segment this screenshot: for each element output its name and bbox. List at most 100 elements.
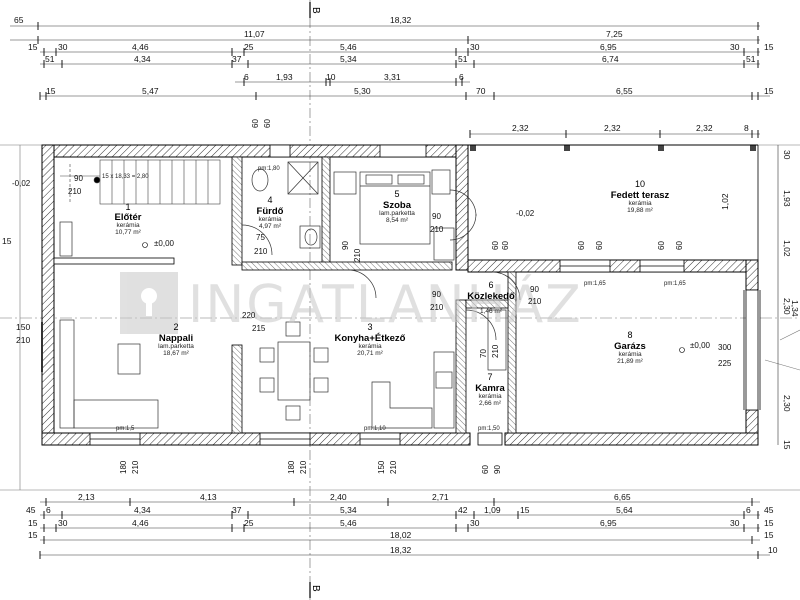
dim-label: 6,95 xyxy=(600,42,617,52)
opening-note: 60 xyxy=(501,241,510,250)
room-number: 4 xyxy=(267,195,272,205)
level-mark: pm:1,50 xyxy=(478,426,500,432)
level-mark: ±0,00 xyxy=(154,239,175,248)
dim-label: 6,74 xyxy=(602,54,619,64)
dim-label: 2,30 xyxy=(782,395,792,412)
room-4-label: 4 Fürdő kerámia 4,97 m² xyxy=(257,195,284,230)
dim-label: 51 xyxy=(45,54,55,64)
room-number: 8 xyxy=(627,330,632,340)
dim-label: 6 xyxy=(746,505,751,515)
windows xyxy=(89,144,685,446)
opening-note: 60 xyxy=(263,119,272,128)
dim-label: 5,34 xyxy=(340,505,357,515)
dim-label: 70 xyxy=(476,86,486,96)
side-dimensions: 1,93 1,02 2,30 2,30 1,34 30 15 150 210 1… xyxy=(2,145,800,450)
dim-label: 2,32 xyxy=(604,123,621,133)
dim-label: 51 xyxy=(458,54,468,64)
level-marks: ±0,00 ±0,00 -0,02 -0,02 pm:1,80 pm:1,5 p… xyxy=(12,166,711,432)
room-number: 3 xyxy=(367,322,372,332)
dim-label: 15 xyxy=(520,505,530,515)
dim-label: 15 xyxy=(2,236,12,246)
dim-label: 2,32 xyxy=(696,123,713,133)
room-name: Fedett terasz xyxy=(611,190,670,201)
watermark-text: INGATLANHÁZ xyxy=(188,274,583,335)
opening-note: 90 xyxy=(530,285,539,294)
dim-label: 10 xyxy=(326,72,336,82)
opening-note: 225 xyxy=(718,359,732,368)
opening-note: 75 xyxy=(256,233,265,242)
dim-label: 1,93 xyxy=(782,190,792,207)
dim-label: 15 xyxy=(46,86,56,96)
opening-note: 210 xyxy=(430,225,444,234)
dim-label: 11,07 xyxy=(244,29,265,39)
dim-label: 2,71 xyxy=(432,492,449,502)
dim-label: 210 xyxy=(16,335,30,345)
opening-note: 90 xyxy=(432,212,441,221)
opening-note: 60 xyxy=(251,119,260,128)
dim-label: 5,64 xyxy=(616,505,633,515)
dim-label: 5,34 xyxy=(340,54,357,64)
walls xyxy=(41,144,759,446)
room-area: 18,67 m² xyxy=(163,350,189,357)
room-area: 19,88 m² xyxy=(627,207,653,214)
room-labels: 1 Előtér kerámia 10,77 m² 2 Nappali lam.… xyxy=(115,179,670,407)
room-name: Közlekedő xyxy=(467,291,515,302)
dim-label: 15 xyxy=(764,86,774,96)
dim-label: 30 xyxy=(782,150,792,160)
section-axis-b: B B xyxy=(309,0,321,600)
opening-note: 60 xyxy=(595,241,604,250)
dim-label: 30 xyxy=(58,518,68,528)
dim-label: 15 xyxy=(764,518,774,528)
level-mark: pm:1,80 xyxy=(258,166,280,172)
dim-label: 45 xyxy=(764,505,774,515)
dim-label: 18,32 xyxy=(390,545,412,555)
watermark: INGATLANHÁZ xyxy=(120,272,583,335)
room-6-label: 6 Közlekedő 1,46 m² xyxy=(467,280,515,315)
garage-door xyxy=(743,289,761,411)
dim-label: 2,30 xyxy=(782,298,792,315)
dim-label: 1,02 xyxy=(720,193,730,210)
dim-label: 30 xyxy=(730,518,740,528)
dim-label: 4,34 xyxy=(134,54,151,64)
room-name: Nappali xyxy=(159,333,193,344)
level-mark: pm:1,65 xyxy=(584,281,606,287)
opening-note: 150 xyxy=(377,460,386,474)
opening-note: 300 xyxy=(718,343,732,352)
dim-label: 4,13 xyxy=(200,492,217,502)
level-mark: -0,02 xyxy=(516,209,535,218)
room-number: 6 xyxy=(488,280,493,290)
dim-label: 1,09 xyxy=(484,505,501,515)
dim-label: 65 xyxy=(14,15,24,25)
dim-label: 25 xyxy=(244,518,254,528)
opening-note: 210 xyxy=(430,303,444,312)
room-floor: lam.parketta xyxy=(158,343,194,350)
level-mark: pm:1,10 xyxy=(364,426,386,432)
opening-note: 90 xyxy=(493,465,502,474)
opening-note: 90 xyxy=(74,174,83,183)
opening-note: 180 xyxy=(119,460,128,474)
room-name: Konyha+Étkező xyxy=(334,333,405,344)
opening-note: 60 xyxy=(491,241,500,250)
dim-label: 2,13 xyxy=(78,492,95,502)
opening-note: 70 xyxy=(479,349,488,358)
opening-note: 60 xyxy=(657,241,666,250)
opening-note: 210 xyxy=(299,460,308,474)
dim-label: 6 xyxy=(459,72,464,82)
dim-label: 6,55 xyxy=(616,86,633,96)
dim-label: 30 xyxy=(470,42,480,52)
dim-label: 1,02 xyxy=(782,240,792,257)
room-name: Előtér xyxy=(115,212,142,223)
room-floor: kerámia xyxy=(628,200,652,207)
room-number: 10 xyxy=(635,179,645,189)
opening-note: 210 xyxy=(353,248,362,262)
opening-note: 60 xyxy=(675,241,684,250)
dim-label: 3,31 xyxy=(384,72,401,82)
opening-note: 210 xyxy=(131,460,140,474)
dim-label: 150 xyxy=(16,322,30,332)
dim-label: 6,95 xyxy=(600,518,617,528)
level-mark: pm:1,65 xyxy=(664,281,686,287)
dim-label: 18,32 xyxy=(390,15,412,25)
dim-label: 5,46 xyxy=(340,42,357,52)
dim-label: 30 xyxy=(730,42,740,52)
room-name: Fürdő xyxy=(257,206,284,217)
